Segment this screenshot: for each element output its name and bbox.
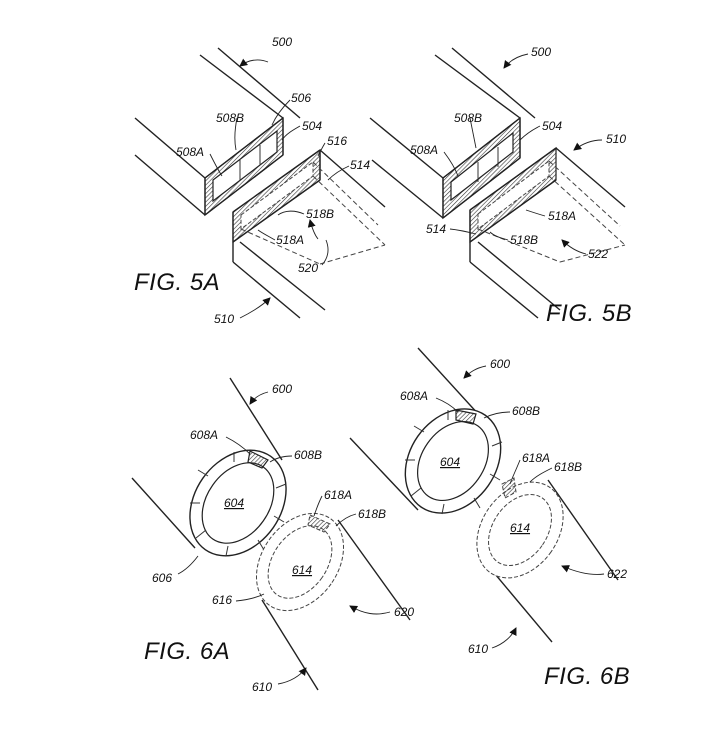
fig-6b-connector-610 [476, 477, 619, 643]
fig-6b-label-622: 622 [607, 567, 627, 581]
fig-6a-label-608a: 608A [190, 428, 218, 442]
fig-6a-label-604: 604 [224, 496, 244, 510]
fig-5a: 500 506 508B 504 516 508A 514 518B 518A … [134, 35, 386, 326]
fig-6b: 600 608A 608B 604 618A 618B 614 622 610 … [349, 347, 630, 690]
fig-6a-label-620: 620 [394, 605, 414, 619]
fig-5b-title: FIG. 5B [546, 300, 632, 327]
fig-6a-label-614: 614 [292, 563, 312, 577]
fig-5b-label-508a: 508A [410, 143, 438, 157]
fig-6a-connector-600 [131, 377, 287, 557]
fig-5a-label-500: 500 [272, 35, 292, 49]
fig-5a-label-518b: 518B [306, 207, 334, 221]
fig-6b-label-600: 600 [490, 357, 510, 371]
fig-5b-label-510: 510 [606, 132, 626, 146]
fig-5b-label-508b: 508B [454, 111, 482, 125]
fig-5b-connector-510 [469, 146, 626, 319]
fig-5a-label-508a: 508A [176, 145, 204, 159]
fig-6a-label-618b: 618B [358, 507, 386, 521]
fig-5a-label-518a: 518A [276, 233, 304, 247]
fig-6a-label-600: 600 [272, 382, 292, 396]
fig-5b: 500 508B 504 510 508A 514 518A 518B 522 … [369, 45, 632, 327]
fig-6b-label-608b: 608B [512, 404, 540, 418]
fig-5b-label-500: 500 [531, 45, 551, 59]
fig-5a-connector-510 [232, 148, 386, 319]
fig-6b-label-610: 610 [468, 642, 488, 656]
fig-5a-opening [212, 129, 278, 203]
fig-5a-label-508b: 508B [216, 111, 244, 125]
fig-5a-label-510: 510 [214, 312, 234, 326]
fig-5b-label-518a: 518A [548, 209, 576, 223]
fig-5a-title: FIG. 5A [134, 269, 220, 296]
fig-6b-label-608a: 608A [400, 389, 428, 403]
fig-5a-label-506: 506 [291, 91, 311, 105]
fig-5b-label-514: 514 [426, 222, 446, 236]
fig-6b-title: FIG. 6B [544, 663, 630, 690]
fig-5a-label-504: 504 [302, 119, 322, 133]
fig-5b-label-504: 504 [542, 119, 562, 133]
fig-6a-label-606: 606 [152, 571, 172, 585]
fig-6a-label-610: 610 [252, 680, 272, 694]
fig-6b-label-614: 614 [510, 521, 530, 535]
fig-6a-title: FIG. 6A [144, 638, 230, 665]
fig-6a-label-618a: 618A [324, 488, 352, 502]
fig-6b-label-618b: 618B [554, 460, 582, 474]
fig-6b-connector-600 [349, 347, 503, 515]
fig-6b-label-604: 604 [440, 455, 460, 469]
fig-6b-label-618a: 618A [522, 451, 550, 465]
fig-6a-label-608b: 608B [294, 448, 322, 462]
fig-6a-label-616: 616 [212, 593, 232, 607]
fig-5a-label-516: 516 [327, 134, 347, 148]
fig-6a: 600 608A 608B 604 618A 618B 614 606 616 … [131, 377, 414, 694]
fig-5b-label-518b: 518B [510, 233, 538, 247]
fig-6a-connector-610 [255, 512, 411, 691]
fig-5a-label-514: 514 [350, 158, 370, 172]
fig-5a-label-520: 520 [298, 261, 318, 275]
fig-5b-connector-500 [369, 47, 536, 220]
fig-5a-connector-500 [134, 47, 301, 217]
fig-5b-label-522: 522 [588, 247, 608, 261]
